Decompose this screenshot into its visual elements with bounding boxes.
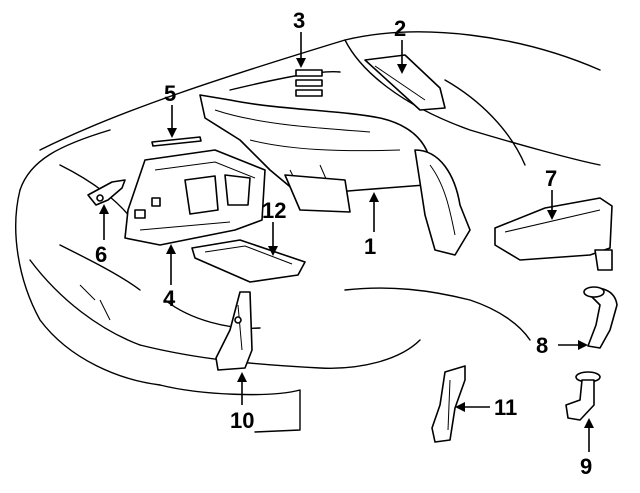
callout-8: 8 [536, 333, 548, 358]
part-10-bracket[interactable] [215, 291, 253, 371]
callout-9: 9 [580, 454, 592, 479]
part-12-tray[interactable] [191, 239, 306, 283]
callout-2: 2 [394, 16, 406, 41]
callout-12: 12 [262, 198, 286, 223]
part-8-hose[interactable] [583, 286, 618, 349]
part-7-duct[interactable] [494, 197, 613, 271]
callout-7: 7 [545, 166, 557, 191]
callout-labels: 1 2 3 4 5 6 7 8 9 10 11 12 [95, 8, 592, 479]
part-2-panel[interactable] [364, 54, 446, 111]
part-11-bracket[interactable] [431, 365, 466, 443]
callout-10: 10 [230, 408, 254, 433]
part-5-strip[interactable] [151, 136, 202, 147]
callout-1: 1 [364, 234, 376, 259]
part-9-elbow[interactable] [565, 371, 601, 421]
part-6-bracket[interactable] [87, 179, 126, 206]
callout-3: 3 [293, 8, 305, 33]
part-3-clips[interactable] [295, 69, 323, 97]
leader-lines [99, 32, 594, 452]
callout-6: 6 [95, 242, 107, 267]
part-4-inner-panel[interactable] [124, 149, 266, 246]
callout-5: 5 [164, 81, 176, 106]
callout-11: 11 [494, 395, 517, 420]
callout-4: 4 [163, 286, 176, 311]
part-1-apron[interactable] [199, 94, 471, 256]
